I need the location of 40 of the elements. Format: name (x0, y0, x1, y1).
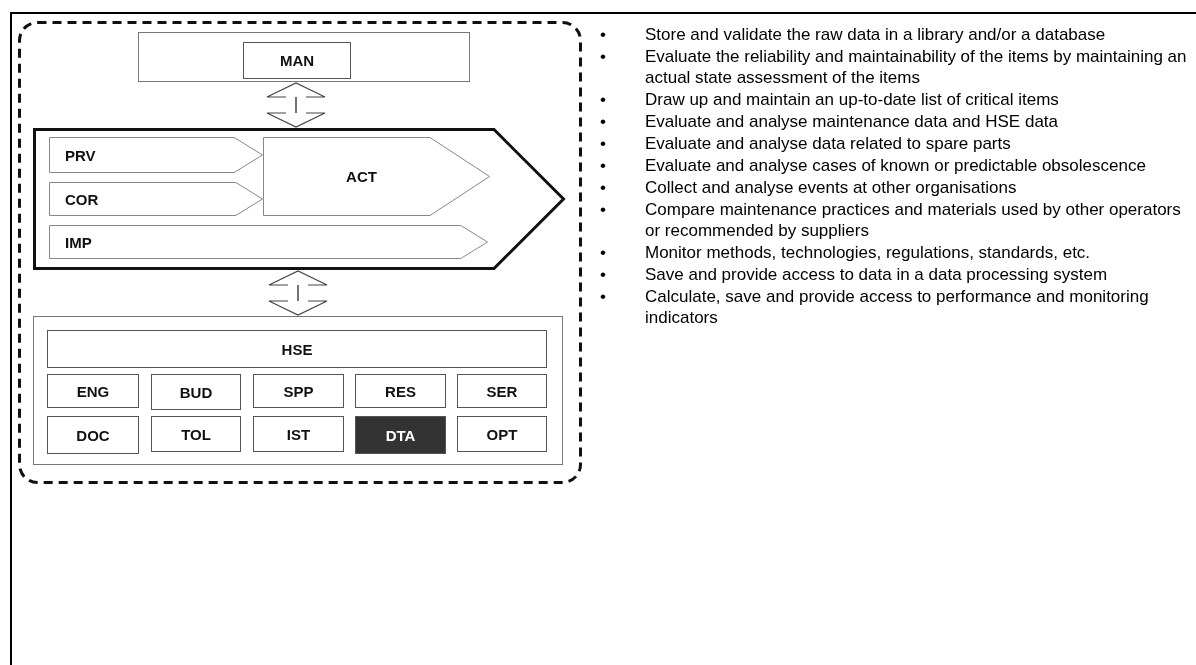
list-item-text: Evaluate and analyse maintenance data and HSE data (645, 112, 1058, 131)
list-item-text: Compare maintenance practices and materials used by other operators or recommended by suppliers (645, 200, 1181, 240)
label-box: SPP (253, 374, 344, 408)
label-box: OPT (457, 416, 547, 452)
label-box: MAN (243, 42, 351, 79)
list-item-text: Evaluate the reliability and maintainability of the items by maintaining an actual state assessment of the items (645, 47, 1187, 87)
bullet-marker: • (600, 24, 606, 45)
bullet-marker: • (600, 264, 606, 285)
bullet-marker: • (600, 177, 606, 198)
list-item-text: Draw up and maintain an up-to-date list of critical items (645, 90, 1059, 109)
box-label: ACT (346, 168, 377, 185)
bullet-marker: • (600, 155, 606, 176)
label-box: DOC (47, 416, 139, 454)
label-box: IST (253, 416, 344, 452)
label-box: ENG (47, 374, 139, 408)
box-label: PRV (65, 146, 96, 164)
label-box: BUD (151, 374, 241, 410)
bullet-marker: • (600, 242, 606, 263)
panel (33, 316, 563, 465)
label-box: TOL (151, 416, 241, 452)
box-label: IMP (65, 233, 92, 251)
bullet-marker: • (600, 111, 606, 132)
label-box: RES (355, 374, 446, 408)
list-item-text: Evaluate and analyse data related to spare parts (645, 134, 1011, 153)
bullet-marker: • (600, 199, 606, 220)
list-item-text: Evaluate and analyse cases of known or predictable obsolescence (645, 156, 1146, 175)
list-item-text: Save and provide access to data in a data processing system (645, 265, 1108, 284)
list-item-text: Monitor methods, technologies, regulations, standards, etc. (645, 243, 1091, 262)
list-item-text: Calculate, save and provide access to performance and monitoring indicators (645, 287, 1149, 327)
bullet-marker: • (600, 133, 606, 154)
label-box: SER (457, 374, 547, 408)
label-box: HSE (47, 330, 547, 368)
bullet-marker: • (600, 46, 606, 67)
list-item-text: Store and validate the raw data in a library and/or a database (645, 25, 1106, 44)
box-label: COR (65, 190, 99, 208)
list-item-text: Collect and analyse events at other organisations (645, 178, 1017, 197)
bullet-marker: • (600, 89, 606, 110)
label-box: DTA (355, 416, 446, 454)
bullet-marker: • (600, 286, 606, 307)
panel (138, 32, 470, 82)
